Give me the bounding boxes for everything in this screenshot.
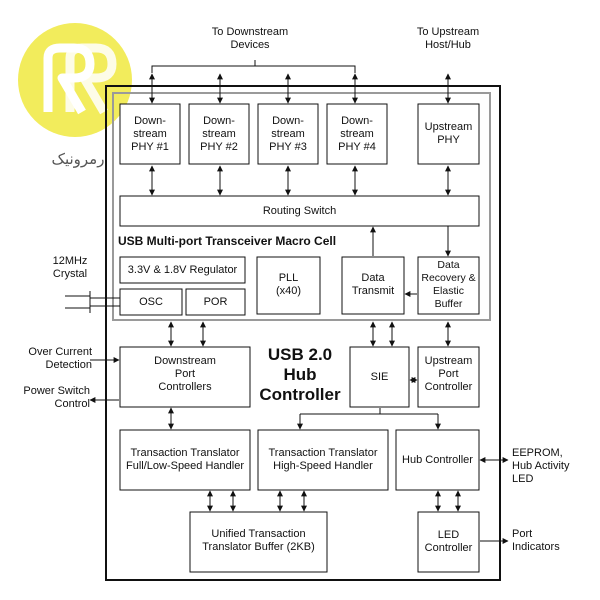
over-current-label: Over Current Detection (28, 346, 92, 371)
upstream-phy-block (417, 103, 480, 165)
upstream-port-ctrl-block (417, 346, 480, 408)
data-transmit-block (341, 256, 405, 315)
osc-block (119, 288, 183, 316)
upstream-phy-label: Upstream PHY (424, 121, 473, 146)
regulator-label: 3.3V & 1.8V Regulator (127, 264, 238, 276)
connection-lines (65, 73, 509, 544)
macro-cell-boundary (112, 92, 491, 321)
regulator-block (119, 256, 246, 284)
downstream-port-ctrl-label: Downstream Port Controllers (154, 355, 216, 393)
routing-switch-block (119, 195, 480, 227)
tt-buffer-block (189, 511, 328, 573)
hub-controller-label: Hub Controller (402, 454, 473, 466)
tt-fl-label: Transaction Translator Full/Low-Speed Ha… (125, 447, 244, 472)
logo-text: رمرونیک (51, 150, 105, 168)
pll-label: PLL (x40) (275, 272, 302, 297)
phy1-label: Down- stream PHY #1 (131, 115, 169, 153)
tt-buffer-label: Unified Transaction Translator Buffer (2… (202, 528, 315, 553)
phy3-label: Down- stream PHY #3 (269, 115, 307, 153)
phy2-label: Down- stream PHY #2 (200, 115, 238, 153)
por-label: POR (203, 296, 228, 308)
hub-controller-block (395, 429, 480, 491)
phy1-block (119, 103, 181, 165)
pll-block (256, 256, 321, 315)
downstream-brace (151, 60, 356, 73)
upstream-port-ctrl-label: Upstream Port Controller (424, 355, 473, 393)
port-indicators-label: Port Indicators (512, 528, 560, 553)
phy3-block (257, 103, 319, 165)
crystal-label: 12MHz Crystal (52, 255, 88, 280)
osc-label: OSC (139, 296, 163, 308)
phy2-block (188, 103, 250, 165)
sie-block (349, 346, 410, 408)
macro-cell-label: USB Multi-port Transceiver Macro Cell (118, 234, 337, 248)
led-controller-block (417, 511, 480, 573)
label-to-upstream: To Upstream Host/Hub (416, 26, 480, 51)
data-recovery-block (417, 256, 480, 315)
sie-label: SIE (370, 371, 389, 383)
downstream-port-ctrl-block (119, 346, 251, 408)
logo-mark (18, 23, 132, 137)
data-recovery-label: Data Recovery & Elastic Buffer (421, 259, 476, 310)
routing-switch-label: Routing Switch (262, 205, 337, 217)
eeprom-label: EEPROM, Hub Activity LED (512, 447, 570, 485)
tt-hs-label: Transaction Translator High-Speed Handle… (268, 447, 378, 472)
phy4-block (326, 103, 388, 165)
tt-fl-block (119, 429, 251, 491)
hub-chip-boundary (105, 85, 501, 581)
por-block (185, 288, 246, 316)
usb-hub-controller-label: USB 2.0 Hub Controller (259, 345, 341, 404)
phy4-label: Down- stream PHY #4 (338, 115, 376, 153)
power-switch-label: Power Switch Control (23, 385, 90, 410)
tt-hs-block (257, 429, 389, 491)
data-transmit-label: Data Transmit (351, 272, 395, 297)
led-controller-label: LED Controller (424, 529, 473, 554)
label-to-downstream: To Downstream Devices (211, 26, 289, 51)
